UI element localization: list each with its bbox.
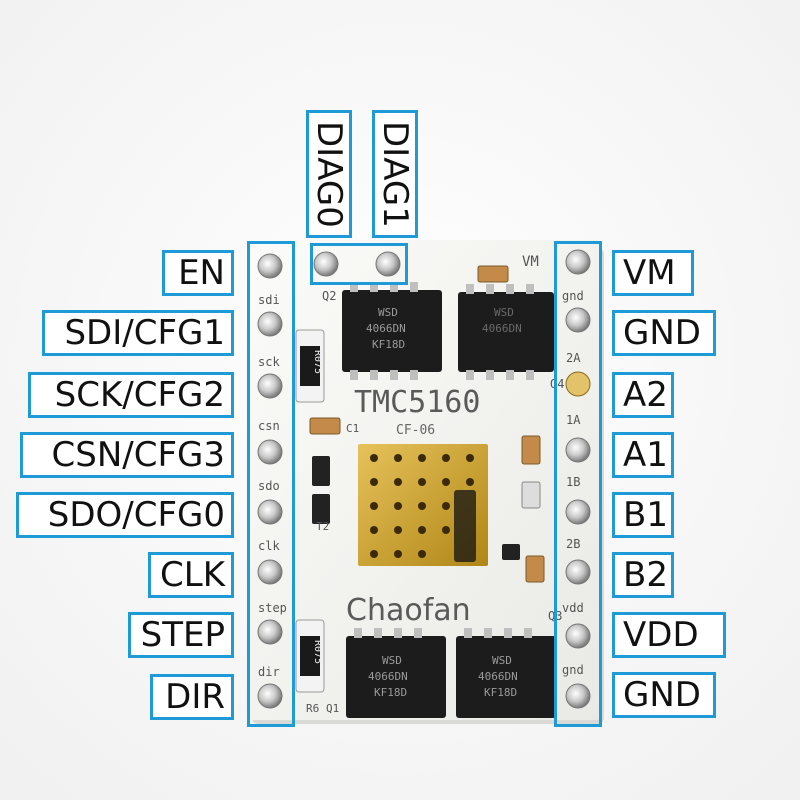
- mosfet-marking-5: 4066DN: [482, 322, 522, 335]
- silk-ref-5: R6: [306, 702, 319, 715]
- pin-label-a1: A1: [612, 432, 674, 478]
- mosfet-bottom-left: [346, 628, 446, 718]
- pin-label-b1: B1: [612, 492, 674, 538]
- pin-label-sck-cfg2: SCK/CFG2: [28, 372, 234, 418]
- pin-label-gnd-top: GND: [612, 310, 716, 356]
- pin-label-vm: VM: [612, 250, 694, 296]
- silk-right-1: gnd: [562, 289, 584, 303]
- left-header-pins: [257, 253, 283, 709]
- mosfet-marking-3: KF18D: [372, 338, 405, 351]
- mosfet-bottom-right: [456, 628, 556, 718]
- pin-label-clk: CLK: [148, 552, 234, 598]
- mosfet-marking-10: 4066DN: [478, 670, 518, 683]
- mosfet-marking-11: KF18D: [484, 686, 517, 699]
- silk-right-4: 1B: [566, 475, 580, 489]
- pin-label-en: EN: [162, 250, 234, 296]
- silk-right-5: 2B: [566, 537, 580, 551]
- right-header-frame: [554, 241, 602, 727]
- silk-left-3: sdo: [258, 479, 280, 493]
- diag-header-frame: [310, 243, 408, 285]
- sense-resistor-top: [295, 329, 325, 403]
- mosfet-marking-4: WSD: [494, 306, 514, 319]
- pin-label-a2: A2: [612, 372, 674, 418]
- pin-label-sdo-cfg0: SDO/CFG0: [16, 492, 234, 538]
- gold-thermal-pad: [358, 444, 488, 566]
- mosfet-top-right: [458, 284, 554, 380]
- left-header-frame: [247, 241, 295, 727]
- silk-ref-2: C1: [346, 422, 359, 435]
- silk-ref-3: T2: [316, 520, 329, 533]
- mosfet-marking-8: KF18D: [374, 686, 407, 699]
- silk-left-2: csn: [258, 419, 280, 433]
- pin-label-csn-cfg3: CSN/CFG3: [20, 432, 234, 478]
- pin-label-sdi-cfg1: SDI/CFG1: [42, 310, 234, 356]
- silk-right-3: 1A: [566, 413, 581, 427]
- silk-ref-0: Q2: [322, 289, 336, 303]
- silk-left-5: step: [258, 601, 287, 615]
- silk-right-7: gnd: [562, 663, 584, 677]
- silk-ref-6: Q1: [326, 702, 339, 715]
- resistor-marking-top: R075: [312, 350, 323, 374]
- diag-pads: [313, 251, 401, 277]
- mosfet-marking-7: 4066DN: [368, 670, 408, 683]
- silk-right-2: 2A: [566, 351, 581, 365]
- mosfet-marking-2: 4066DN: [366, 322, 406, 335]
- pin-label-vdd: VDD: [612, 612, 726, 658]
- pin-label-diag1: DIAG1: [372, 110, 418, 238]
- sense-resistor-bottom: [295, 619, 325, 693]
- silk-left-1: sck: [258, 355, 280, 369]
- silk-right-6: vdd: [562, 601, 584, 615]
- silk-left-0: sdi: [258, 293, 280, 307]
- brand-silk: Chaofan: [346, 593, 471, 628]
- chip-sublabel: CF-06: [396, 423, 435, 438]
- mosfet-top-left: [342, 282, 442, 380]
- silk-ref-1: Q4: [550, 377, 564, 391]
- right-header-pins: [565, 249, 591, 709]
- silk-left-6: dir: [258, 665, 280, 679]
- pin-label-diag0: DIAG0: [306, 110, 352, 238]
- chip-label: TMC5160: [354, 385, 480, 420]
- mosfet-marking-9: WSD: [492, 654, 512, 667]
- silk-left-4: clk: [258, 539, 280, 553]
- silk-right-0: VM: [522, 254, 539, 270]
- pin-label-step: STEP: [128, 612, 234, 658]
- resistor-marking-bottom: R075: [312, 640, 323, 664]
- pin-label-gnd-bottom: GND: [612, 672, 716, 718]
- mosfet-marking-6: WSD: [382, 654, 402, 667]
- small-passives: [309, 265, 545, 583]
- mosfet-marking-1: WSD: [378, 306, 398, 319]
- pin-label-dir: DIR: [150, 674, 234, 720]
- pin-label-b2: B2: [612, 552, 674, 598]
